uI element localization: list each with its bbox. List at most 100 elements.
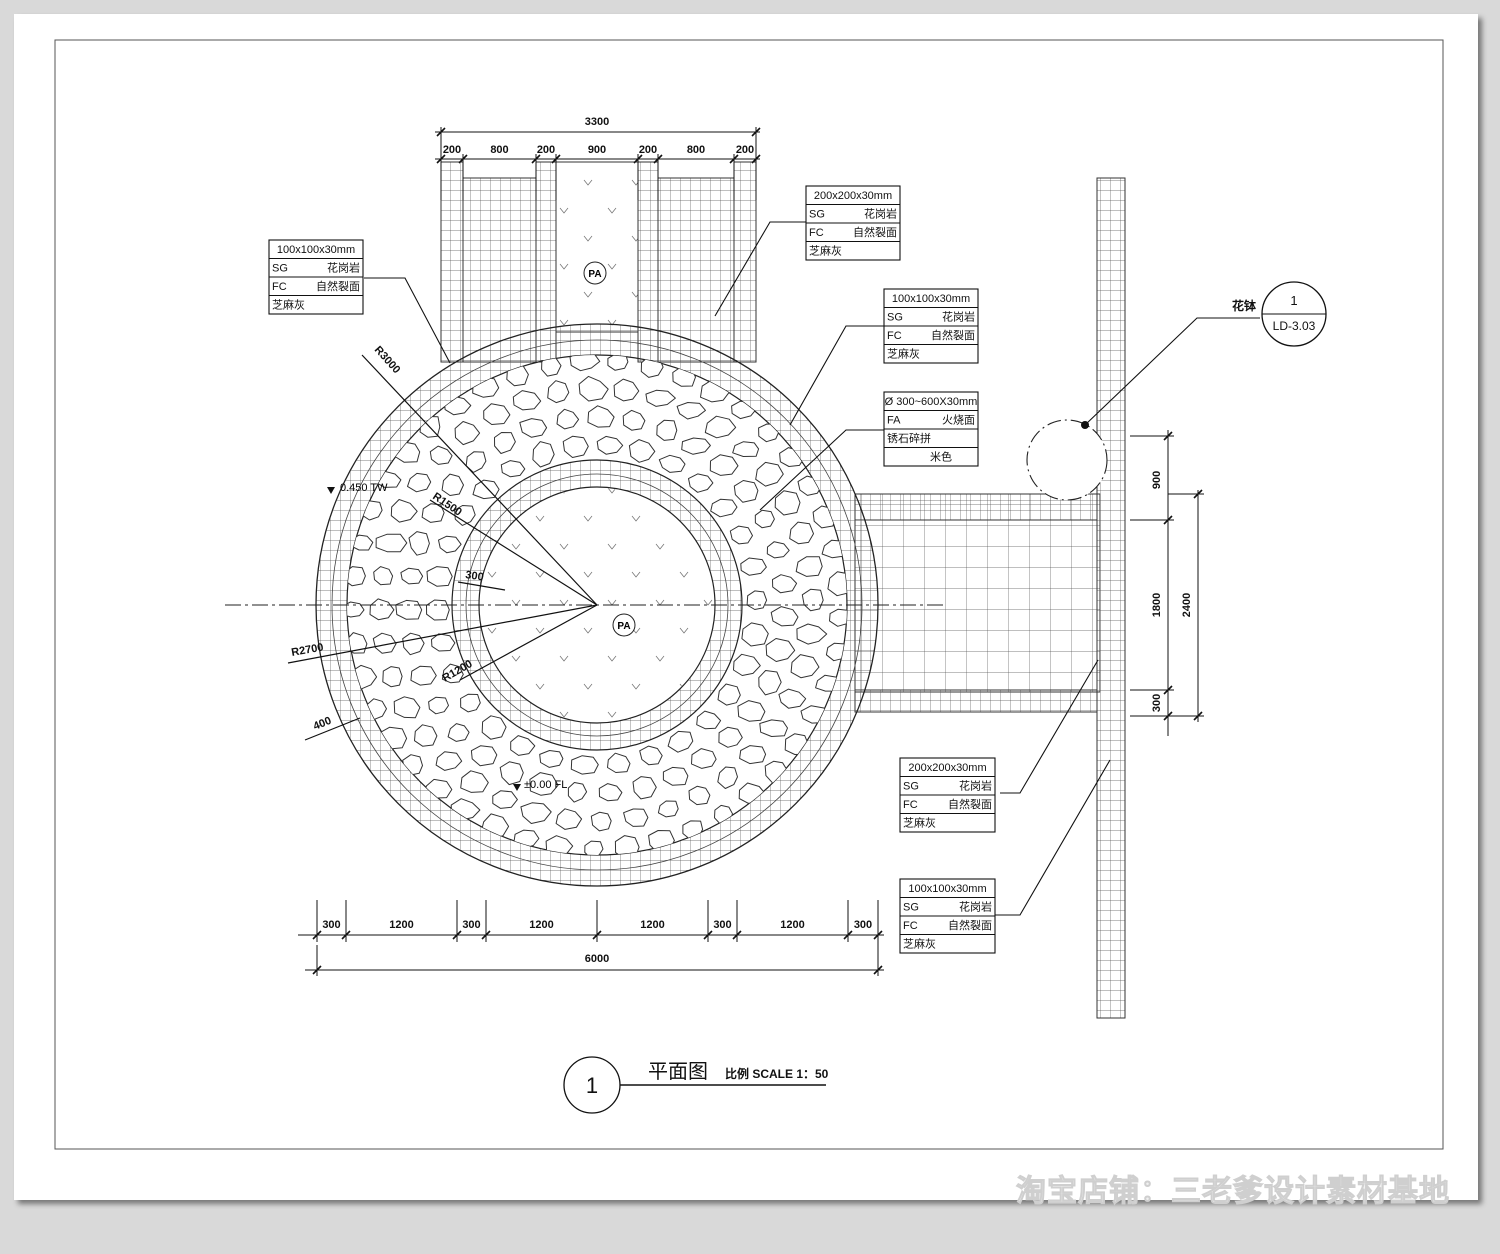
cobble-stone (662, 766, 689, 786)
cobble-stone (447, 723, 470, 742)
cobble-stone (520, 802, 552, 824)
cobble-stone (570, 755, 599, 775)
cobble-stone (402, 632, 425, 656)
watermark-text: 淘宝店铺：三老爹设计素材基地 (1016, 1174, 1450, 1210)
radius-lines (287, 354, 598, 741)
dim-total-top: 3300 (585, 116, 609, 128)
cobble-paving (347, 355, 847, 855)
cobble-stone (829, 608, 847, 627)
callout-code: 芝麻灰 (809, 244, 842, 258)
cobble-stone (347, 632, 368, 654)
drawing-sheet: PA PA R3000 R1500 R2700 R1200 300 400 0.… (14, 14, 1478, 1210)
cobble-stone (732, 441, 760, 457)
cobble-stone (729, 525, 753, 545)
cobble-stone (587, 405, 615, 428)
cobble-stone (562, 435, 589, 458)
cobble-stone (407, 472, 432, 493)
cobble-stone (656, 419, 678, 441)
bottom-dim-label: 300 (322, 919, 340, 931)
cobble-stone (390, 499, 418, 523)
bottom-dim-label: 300 (713, 919, 731, 931)
cobble-stone (681, 437, 711, 455)
detail-ref-label: 花钵 (1232, 298, 1257, 313)
svg-text:PA: PA (588, 269, 601, 280)
cobble-stone (375, 533, 408, 553)
cobble-stone (426, 566, 453, 587)
bottom-dim-label: 1200 (640, 919, 664, 931)
cobble-stone (645, 389, 676, 407)
cobble-stone (519, 418, 548, 438)
bottom-dim-label: 1200 (780, 919, 804, 931)
cobble-stone (578, 375, 609, 402)
top-dim-label: 800 (490, 144, 508, 156)
cobble-stone (369, 598, 395, 621)
cobble-stone (400, 567, 424, 585)
cobble-stone (740, 557, 767, 576)
cobble-stone (529, 772, 559, 796)
radius-label-r2700: R2700 (290, 642, 324, 659)
cobble-stone (347, 601, 365, 618)
dim-label-300: 300 (465, 569, 485, 583)
north-path (440, 161, 757, 363)
callout-code: 芝麻灰 (903, 937, 936, 951)
callout-code: FC (903, 799, 918, 811)
bottom-dim-label: 300 (462, 919, 480, 931)
cobble-stone (555, 808, 583, 830)
callout-code: 芝麻灰 (887, 347, 920, 361)
cobble-stone (500, 460, 526, 478)
drawing-frame (54, 39, 1444, 1150)
callout-code: SG (809, 209, 825, 221)
cobble-stone (709, 454, 739, 476)
cobble-stone (410, 665, 437, 686)
cobble-stone (408, 531, 430, 556)
cobble-stone (372, 632, 397, 654)
cobble-stone (556, 408, 580, 430)
svg-text:±0.00 FL: ±0.00 FL (524, 779, 567, 791)
callout-size: 100x100x30mm (277, 244, 355, 256)
callout-desc: 米色 (930, 450, 952, 464)
cobble-stone (435, 751, 463, 771)
callout-desc: 自然裂面 (931, 328, 975, 342)
callout-desc: 自然裂面 (948, 797, 992, 811)
dim-right-300: 300 (1151, 694, 1163, 712)
bottom-dim-label: 1200 (389, 919, 413, 931)
cobble-stone (770, 606, 799, 627)
cobble-stone (393, 696, 421, 719)
callout-desc: 花岗岩 (864, 207, 897, 221)
callout-desc: 自然裂面 (948, 918, 992, 932)
callout-code: 芝麻灰 (272, 298, 305, 312)
cobble-stone (382, 666, 403, 688)
callout-code: FC (272, 281, 287, 293)
cobble-stone (778, 688, 807, 709)
cobble-stone (607, 355, 629, 371)
cobble-stone (431, 633, 456, 652)
cobble-stone (718, 726, 743, 748)
cobble-stone (759, 719, 788, 737)
cobble-stone (704, 415, 737, 439)
cobble-stone (567, 782, 588, 803)
cobble-stone (483, 403, 511, 425)
callout-desc: 花岗岩 (942, 310, 975, 324)
dim-right-1800: 1800 (1151, 593, 1163, 617)
cobble-stone (688, 473, 714, 493)
top-dim-label: 900 (588, 144, 606, 156)
cobble-stone (739, 745, 767, 765)
callout-desc: 自然裂面 (316, 279, 360, 293)
cobble-stone (795, 556, 823, 577)
cobble-stone (754, 509, 775, 529)
cobble-stone (710, 498, 738, 518)
radius-label-r3000: R3000 (372, 344, 403, 376)
cobble-stone (796, 623, 828, 645)
cobble-stone (569, 355, 601, 372)
callout-code: SG (887, 312, 903, 324)
callout-code: 锈石碎拼 (887, 431, 931, 445)
cobble-stone (421, 503, 445, 523)
callout-code: SG (903, 781, 919, 793)
cobble-stone (494, 432, 516, 454)
callout-size: 100x100x30mm (908, 883, 986, 895)
